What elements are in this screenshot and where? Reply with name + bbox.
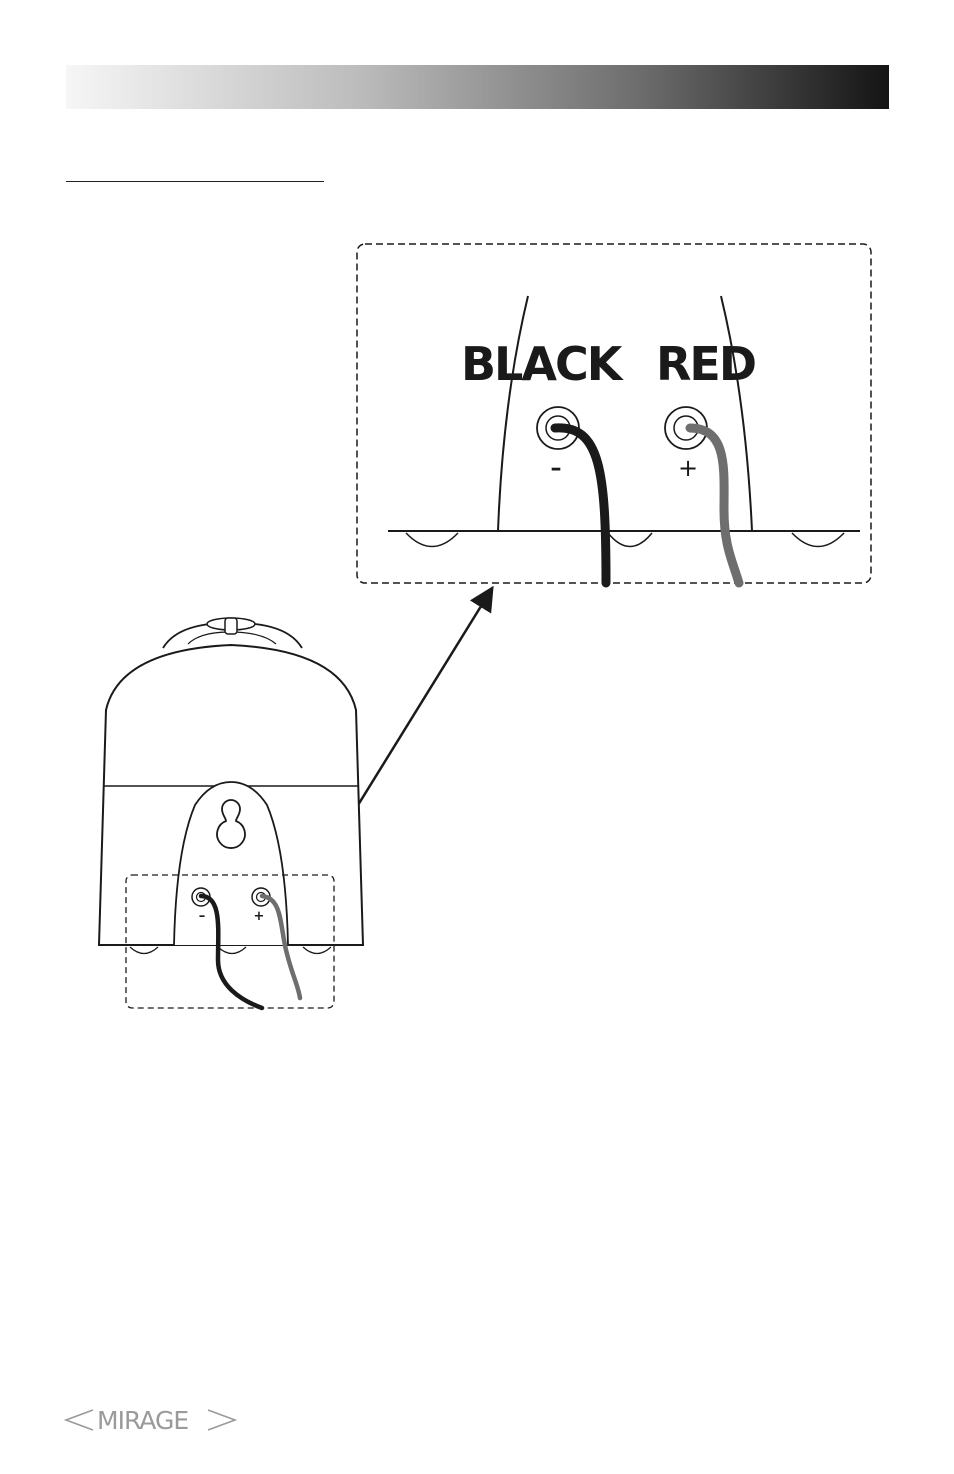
detail-dashed-frame [357, 244, 871, 583]
detail-callout: BLACK RED – + [357, 244, 871, 583]
speaker-foot-center [218, 947, 246, 954]
detail-terminal-plate-left-edge [498, 296, 528, 531]
brand-logo: MIRAGE [66, 1406, 235, 1435]
detail-black-wire [555, 428, 606, 583]
speaker-foot-right [303, 947, 331, 954]
detail-plus-sign: + [678, 454, 698, 482]
chevron-right-icon [208, 1410, 235, 1430]
label-black: BLACK [461, 337, 625, 391]
chevron-left-icon [66, 1410, 93, 1430]
speaker-top-knob-stem [225, 618, 237, 634]
detail-foot-center [608, 533, 652, 547]
speaker-foot-left [130, 947, 158, 954]
detail-minus-sign: – [551, 456, 562, 481]
detail-foot-left [406, 533, 458, 547]
speaker-plus-sign: + [254, 909, 265, 924]
speaker-minus-sign: – [199, 909, 206, 924]
brand-name: MIRAGE [97, 1406, 188, 1435]
speaker-rear-view: – + [99, 618, 363, 1008]
detail-foot-right [792, 533, 844, 547]
detail-red-wire [690, 428, 739, 583]
label-red: RED [656, 337, 755, 391]
